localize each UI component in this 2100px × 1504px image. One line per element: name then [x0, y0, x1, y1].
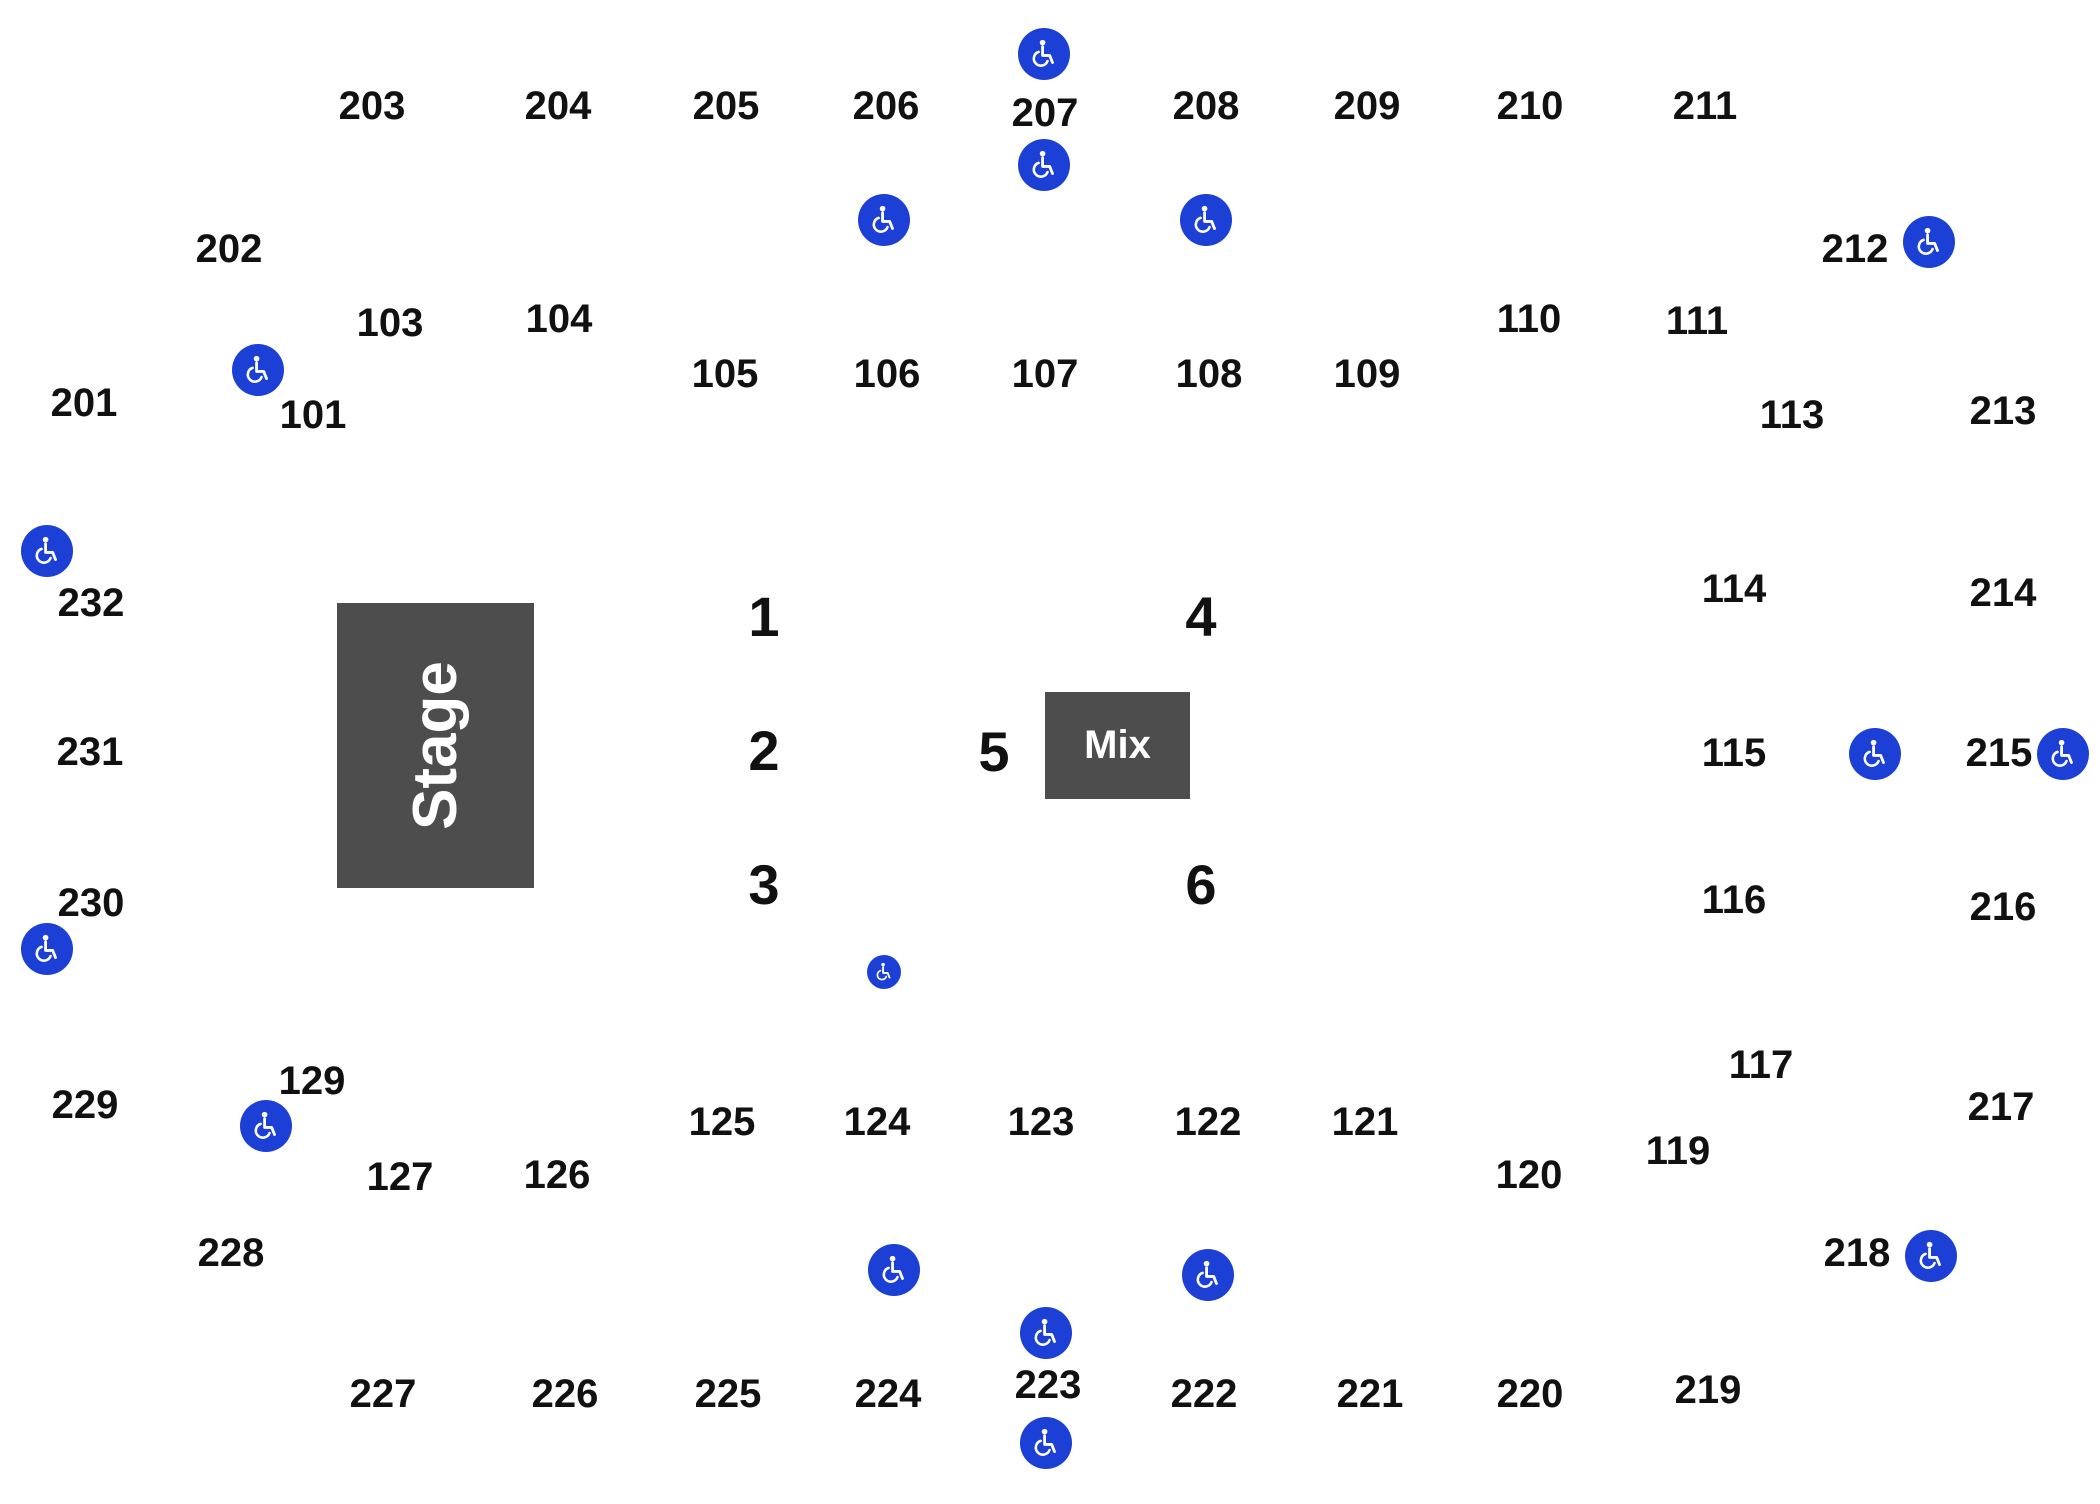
- stage: Stage: [337, 603, 534, 888]
- mix-label: Mix: [1084, 723, 1151, 767]
- wheelchair-accessible-icon[interactable]: [1018, 139, 1070, 191]
- stage-label: Stage: [401, 661, 470, 830]
- section-220[interactable]: 220: [1496, 1372, 1564, 1416]
- section-210[interactable]: 210: [1496, 84, 1564, 128]
- section-232[interactable]: 232: [57, 581, 125, 625]
- wheelchair-accessible-icon[interactable]: [1849, 728, 1901, 780]
- section-111[interactable]: 111: [1665, 299, 1729, 343]
- section-223[interactable]: 223: [1014, 1363, 1082, 1407]
- wheelchair-accessible-icon[interactable]: [868, 1244, 920, 1296]
- section-103[interactable]: 103: [356, 301, 424, 345]
- wheelchair-accessible-icon[interactable]: [232, 344, 284, 396]
- section-105[interactable]: 105: [691, 352, 759, 396]
- wheelchair-accessible-icon[interactable]: [1018, 28, 1070, 80]
- section-113[interactable]: 113: [1759, 393, 1825, 437]
- section-108[interactable]: 108: [1175, 352, 1243, 396]
- section-227[interactable]: 227: [349, 1372, 417, 1416]
- section-224[interactable]: 224: [854, 1372, 922, 1416]
- section-124[interactable]: 124: [843, 1100, 911, 1144]
- section-221[interactable]: 221: [1336, 1372, 1404, 1416]
- section-209[interactable]: 209: [1333, 84, 1401, 128]
- wheelchair-accessible-icon[interactable]: [21, 923, 73, 975]
- section-109[interactable]: 109: [1333, 352, 1401, 396]
- section-114[interactable]: 114: [1701, 567, 1767, 611]
- section-106[interactable]: 106: [853, 352, 921, 396]
- wheelchair-accessible-icon[interactable]: [240, 1100, 292, 1152]
- section-218[interactable]: 218: [1823, 1231, 1891, 1275]
- section-213[interactable]: 213: [1969, 389, 2037, 433]
- section-115[interactable]: 115: [1701, 731, 1767, 775]
- floor-section-2[interactable]: 2: [748, 719, 780, 782]
- section-231[interactable]: 231: [56, 730, 124, 774]
- section-110[interactable]: 110: [1496, 297, 1562, 341]
- wheelchair-accessible-icon[interactable]: [1020, 1417, 1072, 1469]
- section-125[interactable]: 125: [688, 1100, 756, 1144]
- wheelchair-accessible-icon[interactable]: [858, 194, 910, 246]
- wheelchair-accessible-icon[interactable]: [2037, 728, 2089, 780]
- section-208[interactable]: 208: [1172, 84, 1240, 128]
- section-229[interactable]: 229: [51, 1083, 119, 1127]
- section-228[interactable]: 228: [197, 1231, 265, 1275]
- section-117[interactable]: 117: [1728, 1043, 1794, 1087]
- section-120[interactable]: 120: [1495, 1153, 1563, 1197]
- section-214[interactable]: 214: [1969, 571, 2037, 615]
- section-217[interactable]: 217: [1967, 1085, 2035, 1129]
- section-121[interactable]: 121: [1331, 1100, 1399, 1144]
- section-107[interactable]: 107: [1011, 352, 1079, 396]
- floor-section-5[interactable]: 5: [978, 720, 1010, 783]
- section-226[interactable]: 226: [531, 1372, 599, 1416]
- section-205[interactable]: 205: [692, 84, 760, 128]
- wheelchair-accessible-icon[interactable]: [1903, 216, 1955, 268]
- section-104[interactable]: 104: [525, 297, 593, 341]
- wheelchair-accessible-icon[interactable]: [867, 955, 901, 989]
- section-129[interactable]: 129: [278, 1059, 346, 1103]
- section-116[interactable]: 116: [1701, 878, 1767, 922]
- floor-section-4[interactable]: 4: [1185, 585, 1217, 648]
- section-216[interactable]: 216: [1969, 885, 2037, 929]
- section-119[interactable]: 119: [1645, 1129, 1711, 1173]
- wheelchair-accessible-icon[interactable]: [1180, 194, 1232, 246]
- floor-section-6[interactable]: 6: [1185, 853, 1217, 916]
- wheelchair-accessible-icon[interactable]: [1020, 1307, 1072, 1359]
- wheelchair-accessible-icon[interactable]: [21, 525, 73, 577]
- section-207[interactable]: 207: [1011, 91, 1079, 135]
- wheelchair-accessible-icon[interactable]: [1182, 1249, 1234, 1301]
- section-211[interactable]: 211: [1672, 84, 1738, 128]
- section-230[interactable]: 230: [57, 881, 125, 925]
- section-204[interactable]: 204: [524, 84, 592, 128]
- section-222[interactable]: 222: [1170, 1372, 1238, 1416]
- wheelchair-accessible-icon[interactable]: [1905, 1230, 1957, 1282]
- section-206[interactable]: 206: [852, 84, 920, 128]
- section-212[interactable]: 212: [1821, 227, 1889, 271]
- section-215[interactable]: 215: [1965, 731, 2033, 775]
- floor-section-1[interactable]: 1: [748, 585, 780, 648]
- floor-section-3[interactable]: 3: [748, 853, 780, 916]
- section-101[interactable]: 101: [279, 393, 347, 437]
- section-225[interactable]: 225: [694, 1372, 762, 1416]
- section-203[interactable]: 203: [338, 84, 406, 128]
- section-201[interactable]: 201: [50, 381, 118, 425]
- section-219[interactable]: 219: [1674, 1368, 1742, 1412]
- mix-position: Mix: [1045, 692, 1190, 799]
- section-202[interactable]: 202: [195, 227, 263, 271]
- section-126[interactable]: 126: [523, 1153, 591, 1197]
- section-123[interactable]: 123: [1007, 1100, 1075, 1144]
- section-122[interactable]: 122: [1174, 1100, 1242, 1144]
- section-127[interactable]: 127: [366, 1155, 434, 1199]
